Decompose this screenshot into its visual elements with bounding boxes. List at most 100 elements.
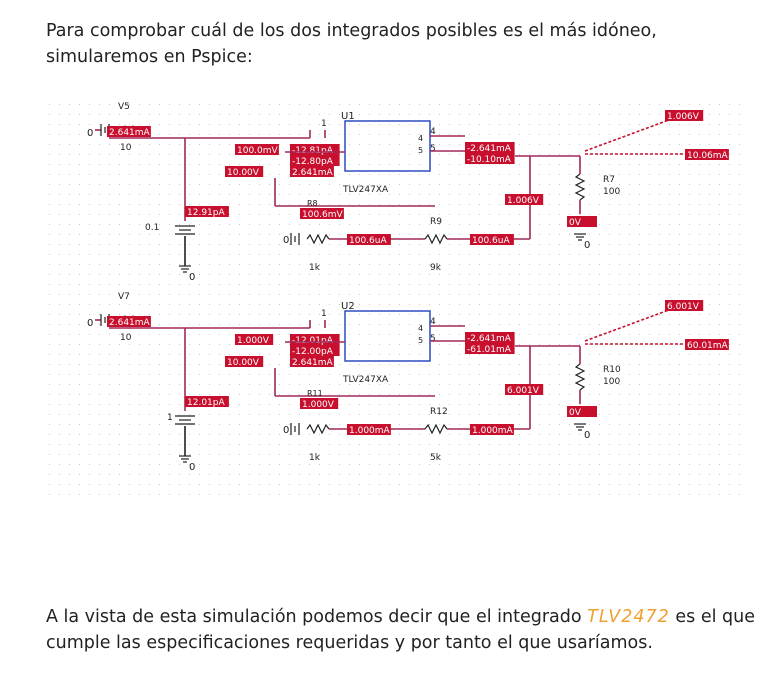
c2-pin5: 5 [430,334,436,344]
c1-r9-current-bg [470,234,514,245]
c2-ic-inner-4: 4 [418,324,423,333]
c2-probe-v [584,303,686,342]
c1-r8-voltage-text: 100.6mV [302,210,344,220]
c2-in-cur1: -12.01pA [290,334,340,346]
c2-out-cur2: -61.01mA [465,343,515,355]
c2-in-voltage: 1.000V [235,334,274,346]
c2-load-gnd-label: 0 [584,430,590,441]
c2-in-voltage-text: 1.000V [237,336,270,346]
c1-source-current-bg [107,126,151,137]
c1-r8-gnd: 0 [283,235,289,246]
c1-i-load: 10.06mA [685,149,729,161]
c2-pin4: 4 [430,317,436,327]
c1-out-cur2: -10.10mA [465,153,515,165]
c2-cap-gnd-label: 0 [189,462,195,473]
c2-in-cur1-text: -12.01pA [292,336,334,346]
c2-cap-current-bg [185,396,229,407]
c1-load-value: 100 [603,187,620,197]
c2-ic-name: U2 [341,301,355,312]
c1-in-voltage-text: 100.0mV [237,146,279,156]
grid-dots [49,104,740,495]
c1-r9-name: R9 [430,217,442,227]
c1-r8-current-bg [347,234,391,245]
c1-load-name: R7 [603,175,615,185]
c1-in-cur1-text: -12.81pA [292,146,334,156]
c2-i-load: 60.01mA [685,339,729,351]
c1-cap-value: 0.1 [145,223,159,233]
c2-v-out-bg [505,384,544,395]
c2-source-current-bg [107,316,151,327]
c1-v-out-bg [505,194,544,205]
c2-in-cur3-text: 2.641mA [292,358,334,368]
c1-out-cur1-bg [465,142,515,153]
c1-out-cur2-text: -10.10mA [467,155,512,165]
c2-in-cur1-bg [290,334,340,345]
c2-r9-current: 1.000mA [470,424,514,436]
c1-in-cur1: -12.81pA [290,144,340,156]
c2-in-voltage-bg [235,334,274,345]
c2-out-cur1-bg [465,332,515,343]
c2-r8-voltage: 1.000V [300,398,339,410]
c2-v-out: 6.001V [505,384,544,396]
c1-pin4: 4 [430,127,436,137]
c2-r8-current: 1.000mA [347,424,391,436]
c2-r9-current-bg [470,424,514,435]
c2-out-cur1-text: -2.641mA [467,334,512,344]
c2-r9-value: 5k [430,453,442,463]
c1-ic-part: TLV247XA [342,185,389,195]
c2-cap-current: 12.01pA [185,396,229,408]
c2-r9-resistor [424,423,448,435]
c1-cap-current-text: 12.91pA [187,208,225,218]
c1-zero-v-bg [567,216,597,227]
c1-ic-inner-5: 5 [418,146,423,155]
c1-pin5: 5 [430,144,436,154]
c1-source-name: V5 [118,102,130,112]
intro-paragraph: Para comprobar cuál de los dos integrado… [46,21,657,67]
c2-r8-name: R11 [307,389,323,398]
c1-r9-current: 100.6uA [470,234,514,246]
c1-r8-name: R8 [307,199,318,208]
c2-source-current: 2.641mA [107,316,151,328]
c2-in-cur3-bg [290,356,334,367]
c2-source-current-text: 2.641mA [109,318,151,328]
c1-r9-resistor [424,233,448,245]
c2-load-resistor [574,363,586,391]
c1-in-cur3-text: 2.641mA [292,168,334,178]
c1-in-cur2-bg [290,155,340,166]
c2-v-out-top: 6.001V [665,300,704,312]
c1-r8-voltage-bg [300,208,344,219]
c1-v-out-text: 1.006V [507,196,540,206]
conclusion-text-end: es el que cumple las especificaciones re… [46,607,755,653]
c2-r8-current-bg [347,424,391,435]
ic-highlight: TLV2472 [587,607,670,627]
c1-i-load-bg [685,149,729,160]
c2-ten-v-bg [225,356,264,367]
c2-load-name: R10 [603,365,621,375]
c1-probe-v [584,113,686,152]
c2-ic-inner-5: 5 [418,336,423,345]
c1-v-out: 1.006V [505,194,544,206]
c1-r8-voltage: 100.6mV [300,208,344,220]
c2-r8-current-text: 1.000mA [349,426,391,436]
c2-ic-part: TLV247XA [342,375,389,385]
c2-r8-voltage-text: 1.000V [302,400,335,410]
c1-in-voltage: 100.0mV [235,144,279,156]
c1-in-cur1-bg [290,144,340,155]
c2-ten-v-text: 10.00V [227,358,260,368]
c2-zero-v-bg [567,406,597,417]
c2-load-value: 100 [603,377,620,387]
c1-v-out-top-bg [665,110,704,121]
c1-in-cur3-bg [290,166,334,177]
c2-in-cur2: -12.00pA [290,345,340,357]
c1-ic-inner-4: 4 [418,134,423,143]
c2-v-out-top-text: 6.001V [667,302,700,312]
c1-load-resistor [574,173,586,201]
c2-ten-v: 10.00V [225,356,264,368]
c2-r9-name: R12 [430,407,448,417]
c1-ic-box [344,120,431,172]
c2-in-cur2-text: -12.00pA [292,347,334,357]
c1-zero-v: 0V [567,216,597,228]
c1-ten-v-text: 10.00V [227,168,260,178]
c2-in-cur2-bg [290,345,340,356]
c1-v-out-top: 1.006V [665,110,704,122]
